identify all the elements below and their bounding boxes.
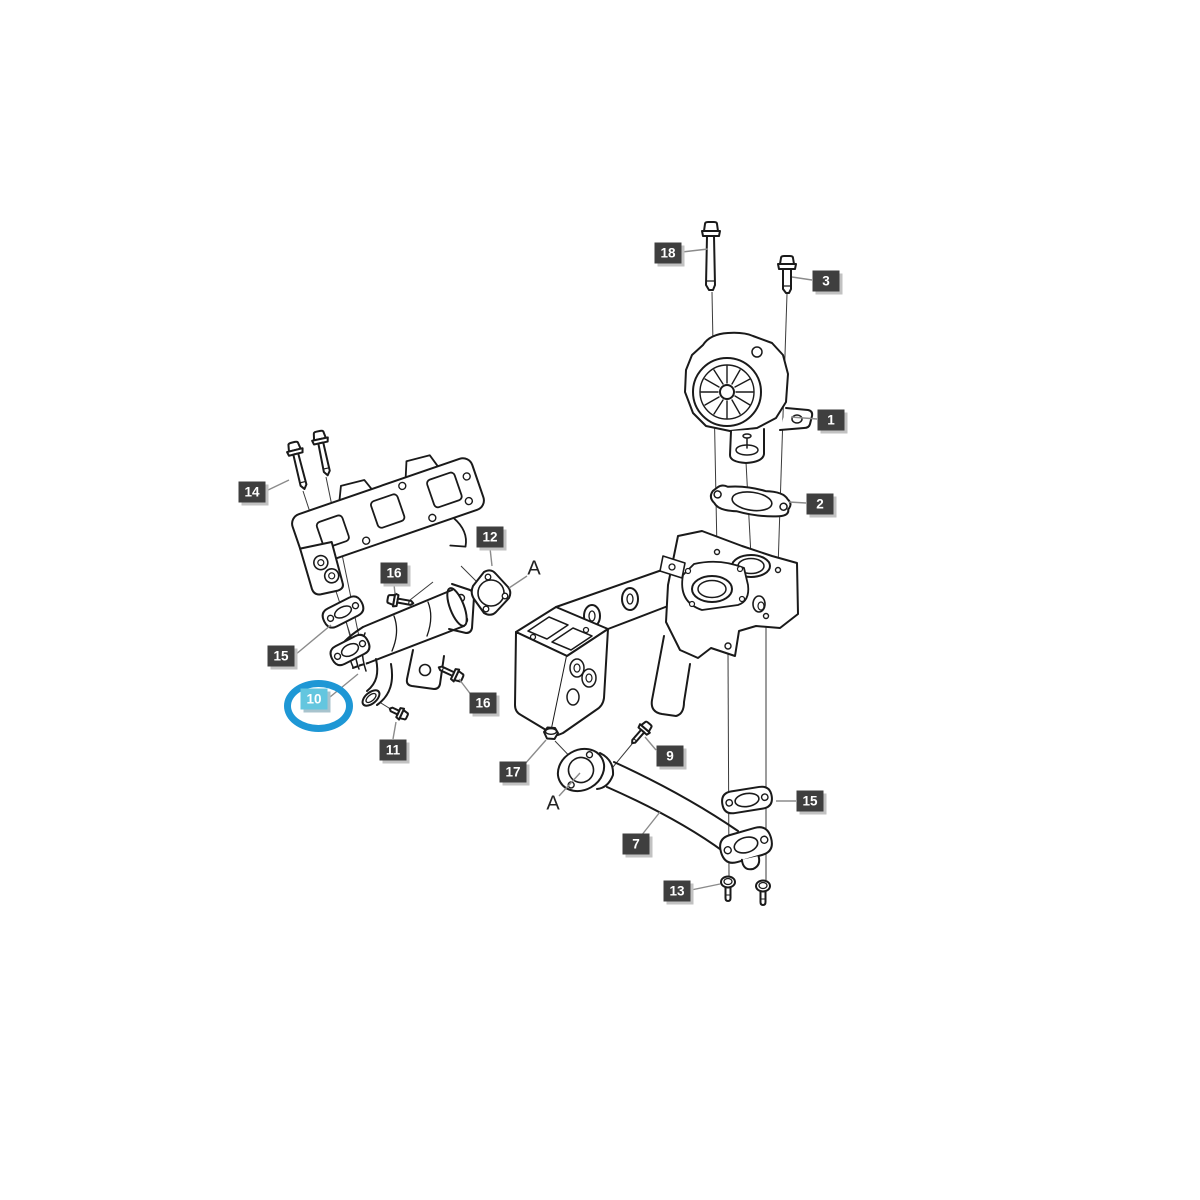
nut-part-17 bbox=[543, 726, 559, 740]
bolt-part-18 bbox=[701, 221, 721, 291]
part-label-2[interactable]: 2 bbox=[806, 493, 834, 515]
view-marker-a-lower: A bbox=[546, 792, 560, 815]
part-label-18[interactable]: 18 bbox=[654, 242, 682, 264]
egr-pipe-part-7 bbox=[556, 747, 773, 871]
part-label-1[interactable]: 1 bbox=[817, 409, 845, 431]
bolt-part-16-upper bbox=[386, 592, 415, 608]
part-label-3[interactable]: 3 bbox=[812, 270, 840, 292]
part-label-10-highlighted[interactable]: 10 bbox=[300, 688, 328, 710]
intake-manifold-body bbox=[514, 530, 799, 737]
gasket-part-15-lower bbox=[721, 785, 773, 815]
part-label-17[interactable]: 17 bbox=[499, 761, 527, 783]
part-label-14[interactable]: 14 bbox=[238, 481, 266, 503]
bolt-part-9 bbox=[631, 720, 653, 745]
view-marker-a-upper: A bbox=[527, 557, 541, 580]
exhaust-manifold bbox=[291, 454, 485, 596]
part-label-11[interactable]: 11 bbox=[379, 739, 407, 761]
part-label-13[interactable]: 13 bbox=[663, 880, 691, 902]
bolts-part-14 bbox=[286, 429, 331, 490]
plug-part-11 bbox=[388, 706, 409, 721]
gasket-part-12 bbox=[470, 569, 512, 616]
part-label-7[interactable]: 7 bbox=[622, 833, 650, 855]
egr-valve-part-1 bbox=[684, 331, 814, 464]
parts bbox=[286, 221, 814, 906]
part-label-16-upper[interactable]: 16 bbox=[380, 562, 408, 584]
part-label-16-lower[interactable]: 16 bbox=[469, 692, 497, 714]
bolt-part-16-lower bbox=[437, 665, 465, 683]
part-label-15-upper[interactable]: 15 bbox=[267, 645, 295, 667]
part-label-12[interactable]: 12 bbox=[476, 526, 504, 548]
gasket-part-2 bbox=[709, 484, 792, 518]
egr-cooler-part-10 bbox=[329, 583, 475, 707]
gasket-part-15-upper bbox=[321, 595, 365, 629]
part-label-15-lower[interactable]: 15 bbox=[796, 790, 824, 812]
bolt-part-3 bbox=[777, 255, 797, 294]
part-label-9[interactable]: 9 bbox=[656, 745, 684, 767]
bolts-part-13 bbox=[720, 875, 771, 906]
